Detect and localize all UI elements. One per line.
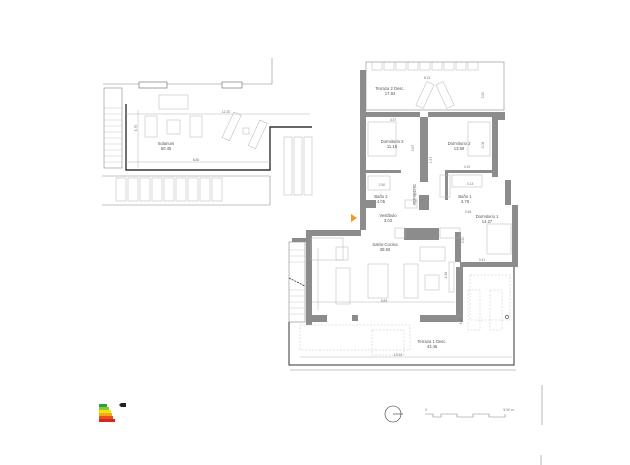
room-name-bano-2: Baño 2	[374, 194, 388, 199]
dimension: 3.41	[479, 258, 486, 262]
room-area-bano-1: 3.78	[461, 199, 470, 204]
scale-end-label: 5.00 m.	[503, 408, 514, 412]
energy-rating-marker-icon	[119, 403, 126, 407]
dimension: 3.67	[411, 145, 415, 152]
dimension: 4.75	[134, 125, 138, 132]
dimension: 4.25	[459, 318, 463, 325]
dimension: 3.48	[465, 210, 472, 214]
room-area-dormitorio-2: 13.69	[454, 146, 465, 151]
scale-bar: 0 5.00 m.	[425, 408, 515, 418]
dimension: 8.13	[424, 76, 431, 80]
dimension: 3.37	[390, 118, 397, 122]
walls	[292, 70, 518, 325]
dimension: 1.97	[429, 157, 433, 164]
room-name-bano-1: Baño 1	[458, 194, 472, 199]
dimension: 3.50	[481, 92, 485, 99]
pool-loungers	[115, 136, 313, 202]
dimension: 4.36	[444, 272, 448, 279]
dimension: 12.30	[222, 110, 231, 114]
dimension: 2.50	[379, 183, 386, 187]
room-name-dormitorio-3: Dormitorio 3	[381, 139, 404, 144]
room-name-dormitorio-2: Dormitorio 2	[448, 141, 471, 146]
room-area-bano-2: 4.05	[377, 199, 386, 204]
dimension: 3.08	[481, 142, 485, 149]
room-name-terraza-2: Terraza 2 Desc.	[375, 86, 404, 91]
window	[221, 81, 243, 89]
dimension: 3.50	[461, 237, 465, 244]
terrace-2-furniture	[371, 61, 479, 109]
stairs	[288, 241, 306, 323]
room-area-dormitorio-1: 14.27	[482, 219, 493, 224]
room-area-terraza-2: 17.84	[385, 91, 396, 96]
room-area-solarium: 60.45	[161, 146, 172, 151]
energy-efficiency-label	[99, 403, 126, 422]
dimension: 8.86	[193, 158, 200, 162]
room-name-salon-cocina: Salón-Cocina	[372, 242, 398, 247]
room-area-vestibulo: 3.03	[384, 218, 393, 223]
entrance-arrow-icon	[351, 214, 357, 222]
furniture	[310, 121, 512, 310]
dimension: 8.84	[381, 299, 388, 303]
dimension: 4.19	[464, 165, 471, 169]
scale-start-label: 0	[425, 408, 427, 412]
window	[138, 81, 168, 89]
room-name-distribuidor: Distribuidor	[412, 184, 417, 206]
dimension: 3.13	[467, 182, 474, 186]
dimension: 13.53	[394, 353, 403, 357]
room-area-terraza-1: 43.45	[427, 344, 438, 349]
apartment: Terraza 2 Desc. 17.84 8.13 3.50	[288, 61, 518, 371]
room-name-vestibulo: Vestíbulo	[379, 213, 397, 218]
room-area-dormitorio-3: 11.15	[387, 144, 398, 149]
stairs	[103, 87, 123, 169]
room-name-dormitorio-1: Dormitorio 1	[476, 214, 499, 219]
lounge-furniture	[144, 94, 268, 150]
room-name-solarium: Solarium	[158, 141, 175, 146]
room-area-salon-cocina: 38.50	[380, 247, 391, 252]
terrace-1-furniture	[299, 274, 511, 356]
north-compass-icon	[384, 405, 403, 423]
solarium-area: Solarium 60.45 12.30 4.75 8.86	[102, 58, 313, 206]
room-name-terraza-1: Terraza 1 Desc.	[417, 339, 446, 344]
